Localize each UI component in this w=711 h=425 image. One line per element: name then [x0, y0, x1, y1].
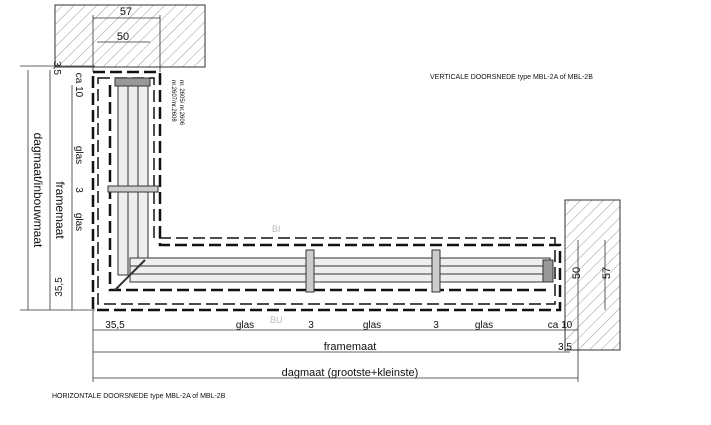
label-bu: BU	[270, 315, 283, 325]
gap-horizontal: 3,5	[558, 342, 572, 353]
glas-horizontal-2: glas	[363, 320, 381, 331]
dimension-lines	[20, 15, 606, 382]
vertical-profile	[107, 77, 159, 276]
label-bi: BI	[272, 224, 281, 234]
part-number-1: nr. 2605/ nr.2606	[178, 80, 184, 126]
mullion-horizontal-1: 3	[308, 320, 314, 331]
wall-top	[54, 4, 206, 68]
part-number-2: nr.2607/nr.2608	[170, 80, 176, 122]
gap-vertical: 3,5	[51, 61, 62, 75]
mullion-vertical: 3	[73, 187, 84, 193]
mullion-horizontal-2: 3	[433, 320, 439, 331]
framemaat-vertical: framemaat	[53, 181, 67, 239]
right-inner-dim: 50	[571, 267, 583, 279]
glas-horizontal-3: glas	[475, 320, 493, 331]
glas-horizontal-1: glas	[236, 320, 254, 331]
dagmaat-horizontal: dagmaat (grootste+kleinste)	[282, 367, 419, 379]
top-inner-dim: 50	[117, 31, 129, 43]
horizontal-section-title: HORIZONTALE DOORSNEDE type MBL-2A of MBL…	[52, 393, 226, 400]
horizontal-profile	[114, 249, 554, 293]
glas-vertical-1: glas	[73, 146, 84, 164]
glas-vertical-2: glas	[73, 213, 84, 231]
vertical-section-title: VERTICALE DOORSNEDE type MBL-2A of MBL-2…	[430, 74, 593, 81]
ca-horizontal: ca 10	[548, 320, 573, 331]
frame-outline	[91, 70, 562, 312]
dagmaat-vertical: dagmaat/inbouwmaat	[31, 133, 45, 248]
wall-right	[564, 199, 621, 351]
corner-horizontal: 35,5	[105, 320, 125, 331]
framemaat-horizontal: framemaat	[324, 341, 377, 353]
corner-vertical: 35,5	[54, 277, 65, 297]
right-outer-dim: 57	[601, 267, 613, 279]
top-outer-dim: 57	[120, 6, 132, 18]
ca-vertical: ca 10	[73, 73, 84, 98]
